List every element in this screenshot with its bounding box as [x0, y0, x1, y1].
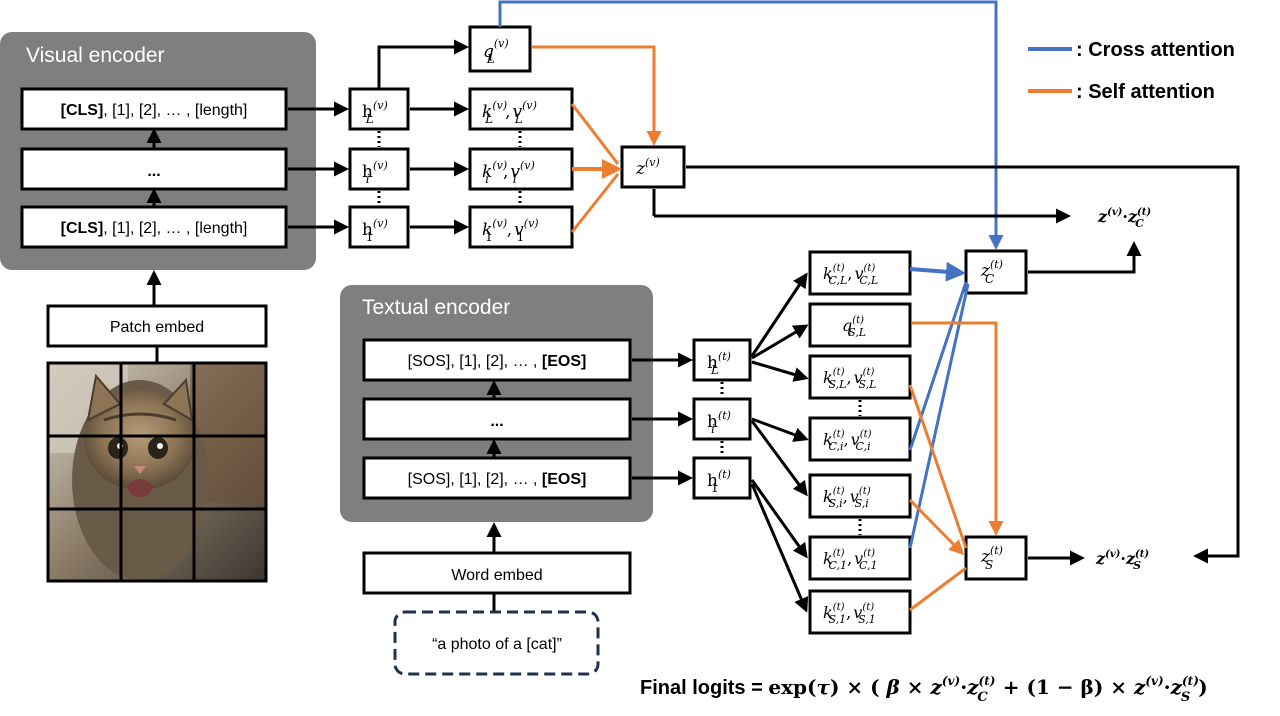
node-z-v-label: z(v) [635, 156, 660, 179]
node-kv-v-L [468, 87, 574, 131]
arrow-hL-to-q [377, 39, 469, 89]
text-row-middle [362, 397, 632, 441]
node-h-t-1 [692, 456, 752, 500]
node-h-v-i [348, 147, 410, 191]
textual-encoder: Textual encoder [SOS], [1], [2], … , [EO… [340, 285, 653, 522]
visual-row-bottom-text: [CLS], [1], [2], … , [length] [61, 220, 248, 237]
node-q-t-SL [808, 302, 912, 348]
visual-encoder: Visual encoder [CLS], [1], [2], … , [len… [0, 32, 316, 270]
node-h-v-i-label: h(v)i [362, 159, 388, 186]
patch-embed-label: Patch embed [110, 319, 204, 336]
node-kv-t-S1 [808, 589, 912, 635]
arrow-ht1-to-kvC1 [750, 479, 808, 559]
self-attn-kv1-to-z [570, 173, 620, 233]
node-q-v-L [468, 25, 532, 73]
node-z-v [620, 145, 686, 189]
self-kvSi-to-zS [908, 498, 965, 556]
visual-row-bottom [20, 205, 288, 249]
node-z-t-C-label: z(t)C [980, 258, 1003, 286]
text-branch-arrows [750, 272, 809, 613]
arrow-hti-to-kvSi [750, 420, 808, 497]
node-h-t-i [692, 397, 752, 441]
prompt-box [393, 610, 600, 676]
visual-row-top [20, 87, 288, 131]
node-z-t-S [964, 535, 1028, 581]
output-zs-label: z(v)·z(t)S [1095, 549, 1149, 572]
cross-kvCL-to-zC [909, 261, 966, 282]
node-h-t-L [692, 338, 752, 382]
output-zc-label: z(v)·z(t)C [1097, 207, 1151, 230]
node-z-t-S-label: z(t)S [980, 544, 1003, 572]
text-h-nodes: h(t)L h(t)i h(t)1 [692, 338, 752, 500]
node-h-v-1-label: h(v)1 [362, 217, 388, 244]
node-kv-t-Ci [808, 416, 912, 462]
self-attention-lines [908, 321, 1004, 612]
node-kv-t-CL-label: k(t)C,L,v(t)C,L [823, 263, 878, 287]
cat-image [46, 361, 268, 583]
node-kv-v-L-label: k(v)L,v(v)L [482, 99, 537, 126]
node-h-v-1 [348, 205, 410, 249]
word-embed-box [362, 551, 632, 595]
node-z-t-C [964, 249, 1028, 295]
node-h-t-1-label: h(t)1 [707, 468, 731, 495]
arrow-zv-to-zs-output [686, 165, 1240, 564]
arrow-ht1-to-kvS1 [750, 483, 809, 613]
self-attn-kvL-to-z [570, 103, 620, 165]
visual-kv-nodes: k(v)L,v(v)L k(v)i,v(v)i k(v)1,v(v)1 [468, 87, 574, 249]
visual-encoder-title: Visual encoder [26, 44, 165, 67]
node-kv-t-SL-label: k(t)S,L,v(t)S,L [823, 367, 876, 391]
text-row-top-text: [SOS], [1], [2], … , [EOS] [408, 353, 587, 370]
node-h-v-L-label: h(v)L [362, 99, 388, 126]
arrow-zC-to-output [1028, 241, 1142, 274]
textual-encoder-title: Textual encoder [362, 296, 510, 319]
self-kvSL-to-zS [908, 384, 968, 549]
visual-h-nodes: h(v)L h(v)i h(v)1 [348, 87, 410, 249]
node-q-t-SL-label: q(t)S,L [842, 315, 866, 339]
final-logits-formula: Final logits = exp(τ) × ( β × z(v)·z(t)C… [640, 674, 1208, 705]
node-h-t-i-label: h(t)i [707, 409, 731, 436]
node-kv-v-i-label: k(v)i,v(v)i [482, 159, 535, 186]
node-kv-t-Si-label: k(t)S,i,v(t)S,i [823, 486, 871, 510]
self-kvS1-to-zS [909, 566, 967, 612]
self-attn-q-to-z [532, 45, 662, 146]
node-kv-t-Ci-label: k(t)C,i,v(t)C,i [823, 429, 872, 453]
arrow-htL-to-qSL [751, 324, 809, 360]
cross-kvCi-to-zC [908, 281, 968, 451]
node-kv-t-CL [808, 250, 912, 296]
node-kv-t-C1-label: k(t)C,1,v(t)C,1 [823, 548, 878, 572]
text-kv-nodes: k(t)C,L,v(t)C,L q(t)S,L k(t)S,L,v(t)S,L … [808, 250, 912, 635]
text-row-bottom [362, 456, 632, 500]
cross-kvC1-to-zC [908, 283, 970, 549]
node-h-t-L-label: h(t)L [707, 350, 731, 377]
cross-attn-q-to-zC [498, 0, 1004, 250]
node-kv-v-1-label: k(v)1,v(v)1 [482, 217, 539, 244]
self-qSL-to-zS [912, 321, 1004, 536]
arrow-htL-to-kvSL [751, 360, 809, 382]
prompt-text: “a photo of a [cat]” [432, 636, 562, 653]
node-kv-t-SL [808, 354, 912, 400]
legend-cross-label: : Cross attention [1076, 39, 1235, 61]
text-row-bottom-text: [SOS], [1], [2], … , [EOS] [408, 471, 587, 488]
visual-row-top-text: [CLS], [1], [2], … , [length] [61, 102, 248, 119]
text-row-middle-text: ... [490, 413, 503, 430]
cross-attention-lines [908, 261, 970, 549]
node-kv-t-C1 [808, 535, 912, 581]
node-q-v-L-label: q(v)L [483, 37, 509, 66]
node-kv-v-1 [468, 205, 574, 249]
arrow-hti-to-kvCi [751, 417, 809, 442]
legend-self-label: : Self attention [1076, 81, 1215, 103]
word-embed-label: Word embed [451, 567, 542, 584]
node-kv-t-Si [808, 473, 912, 519]
arrow-htL-to-kvCL [750, 272, 808, 357]
node-kv-t-S1-label: k(t)S,1,v(t)S,1 [823, 602, 876, 626]
legend: : Cross attention : Self attention [1028, 39, 1235, 103]
visual-row-middle-text: ... [147, 163, 160, 180]
